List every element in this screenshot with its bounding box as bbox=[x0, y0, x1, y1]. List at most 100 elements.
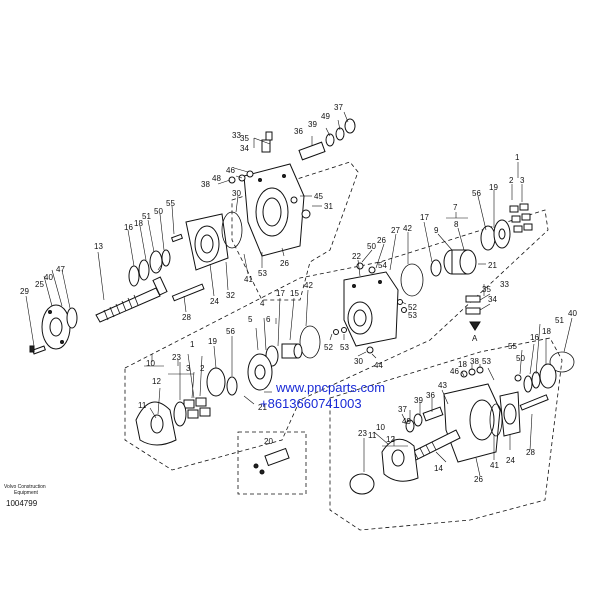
ring-39 bbox=[325, 133, 335, 147]
ring-18-lower bbox=[531, 371, 541, 389]
label-2-left: 2 bbox=[200, 364, 205, 373]
label-18b-lower: 18 bbox=[458, 360, 467, 369]
label-19-upper: 19 bbox=[489, 183, 498, 192]
swash-cradle-10-left bbox=[135, 401, 177, 446]
ring-51 bbox=[149, 250, 163, 274]
label-37-lower: 37 bbox=[398, 405, 407, 414]
plug-44 bbox=[366, 346, 374, 354]
label-25: 25 bbox=[35, 280, 44, 289]
label-13: 13 bbox=[94, 242, 103, 251]
label-30-upper: 30 bbox=[232, 189, 241, 198]
valve-spool-36-lower bbox=[422, 406, 444, 422]
pin-52-right bbox=[397, 299, 403, 305]
label-55-upper: 55 bbox=[166, 199, 175, 208]
swash-plate-56-left bbox=[226, 376, 238, 396]
label-36-lower: 36 bbox=[426, 391, 435, 400]
ring-50-mid bbox=[356, 262, 364, 270]
label-3-upper: 3 bbox=[520, 176, 525, 185]
label-42-left: 42 bbox=[304, 281, 313, 290]
label-23-left: 23 bbox=[172, 353, 181, 362]
ring-46 bbox=[246, 170, 254, 178]
label-1-left: 1 bbox=[190, 340, 195, 349]
bearing-16-lower bbox=[523, 375, 533, 393]
label-20: 20 bbox=[264, 437, 273, 446]
label-42-mid: 42 bbox=[403, 224, 412, 233]
ring-45 bbox=[290, 196, 298, 204]
valve-plate-9 bbox=[443, 249, 477, 275]
label-28-upper: 28 bbox=[182, 313, 191, 322]
pump-cover-24-lower bbox=[499, 391, 521, 437]
pump-housing-26-lower bbox=[443, 383, 501, 463]
label-26-mid: 26 bbox=[377, 236, 386, 245]
footer-company-line2: Equipment bbox=[14, 490, 39, 496]
label-14: 14 bbox=[434, 464, 443, 473]
label-52-right: 52 bbox=[408, 303, 417, 312]
footer-company-line1: Volvo Construction bbox=[4, 484, 46, 490]
label-52-left: 52 bbox=[324, 343, 333, 352]
label-15: 15 bbox=[290, 289, 299, 298]
label-17-left: 17 bbox=[276, 289, 285, 298]
label-12-left: 12 bbox=[152, 377, 161, 386]
label-23-lower: 23 bbox=[358, 429, 367, 438]
cylinder-block-5 bbox=[247, 353, 273, 391]
label-10-lower: 10 bbox=[376, 423, 385, 432]
label-47: 47 bbox=[56, 265, 65, 274]
watermark-phone: +8613660741003 bbox=[260, 396, 362, 411]
label-26-upper: 26 bbox=[280, 259, 289, 268]
label-51-upper: 51 bbox=[142, 212, 151, 221]
label-56-left: 56 bbox=[226, 327, 235, 336]
label-27: 27 bbox=[391, 226, 400, 235]
label-40-upper: 40 bbox=[44, 273, 53, 282]
middle-group-boundary bbox=[124, 209, 549, 471]
plug-37 bbox=[344, 118, 356, 134]
fitting-group-33 bbox=[261, 131, 273, 153]
pin-53 bbox=[341, 327, 347, 333]
footer-drawing-number: 1004799 bbox=[6, 499, 38, 508]
label-11-left: 11 bbox=[138, 401, 147, 410]
label-45: 45 bbox=[314, 192, 323, 201]
label-53-lower: 53 bbox=[482, 357, 491, 366]
label-16-lower: 16 bbox=[530, 333, 539, 342]
label-28-lower: 28 bbox=[526, 448, 535, 457]
label-49: 49 bbox=[321, 112, 330, 121]
retainer-23-lower bbox=[349, 473, 375, 495]
label-34-mid: 34 bbox=[488, 295, 497, 304]
label-50-upper: 50 bbox=[154, 207, 163, 216]
label-8: 8 bbox=[454, 220, 459, 229]
label-18-upper: 18 bbox=[134, 219, 143, 228]
label-7: 7 bbox=[453, 203, 458, 212]
label-24-upper: 24 bbox=[210, 297, 219, 306]
leader-lines bbox=[25, 111, 573, 477]
cylinder-block-19-left bbox=[206, 367, 226, 397]
lower-group-boundary bbox=[329, 337, 563, 531]
label-26-lower: 26 bbox=[474, 475, 483, 484]
bolt-29 bbox=[29, 345, 46, 355]
label-33-mid: 33 bbox=[500, 280, 509, 289]
svg-text:A: A bbox=[472, 334, 478, 343]
label-5: 5 bbox=[248, 315, 253, 324]
label-46-lower: 46 bbox=[450, 367, 459, 376]
valve-plate-15 bbox=[281, 343, 303, 359]
flange-cover-25 bbox=[41, 304, 71, 350]
label-11-lower: 11 bbox=[368, 431, 377, 440]
label-50-lower: 50 bbox=[516, 354, 525, 363]
watermark-site: www.pncparts.com bbox=[275, 380, 385, 395]
snap-50-lower bbox=[514, 374, 522, 382]
label-50-mid: 50 bbox=[367, 242, 376, 251]
label-6: 6 bbox=[266, 315, 271, 324]
bolt-55 bbox=[170, 233, 184, 243]
part-labels: 1 2 3 19 56 7 9 8 17 42 27 26 50 22 54 2… bbox=[20, 103, 577, 484]
bearing-17-mid bbox=[430, 259, 442, 277]
label-21-mid: 21 bbox=[488, 261, 497, 270]
o-ring-42-left bbox=[299, 325, 321, 359]
label-29: 29 bbox=[20, 287, 29, 296]
label-36-upper: 36 bbox=[294, 127, 303, 136]
label-9: 9 bbox=[434, 226, 439, 235]
port-block-27 bbox=[343, 271, 399, 347]
cylinder-block-19-mid bbox=[493, 219, 511, 249]
label-10-left: 10 bbox=[146, 359, 155, 368]
label-32: 32 bbox=[226, 291, 235, 300]
label-4: 4 bbox=[260, 299, 265, 308]
